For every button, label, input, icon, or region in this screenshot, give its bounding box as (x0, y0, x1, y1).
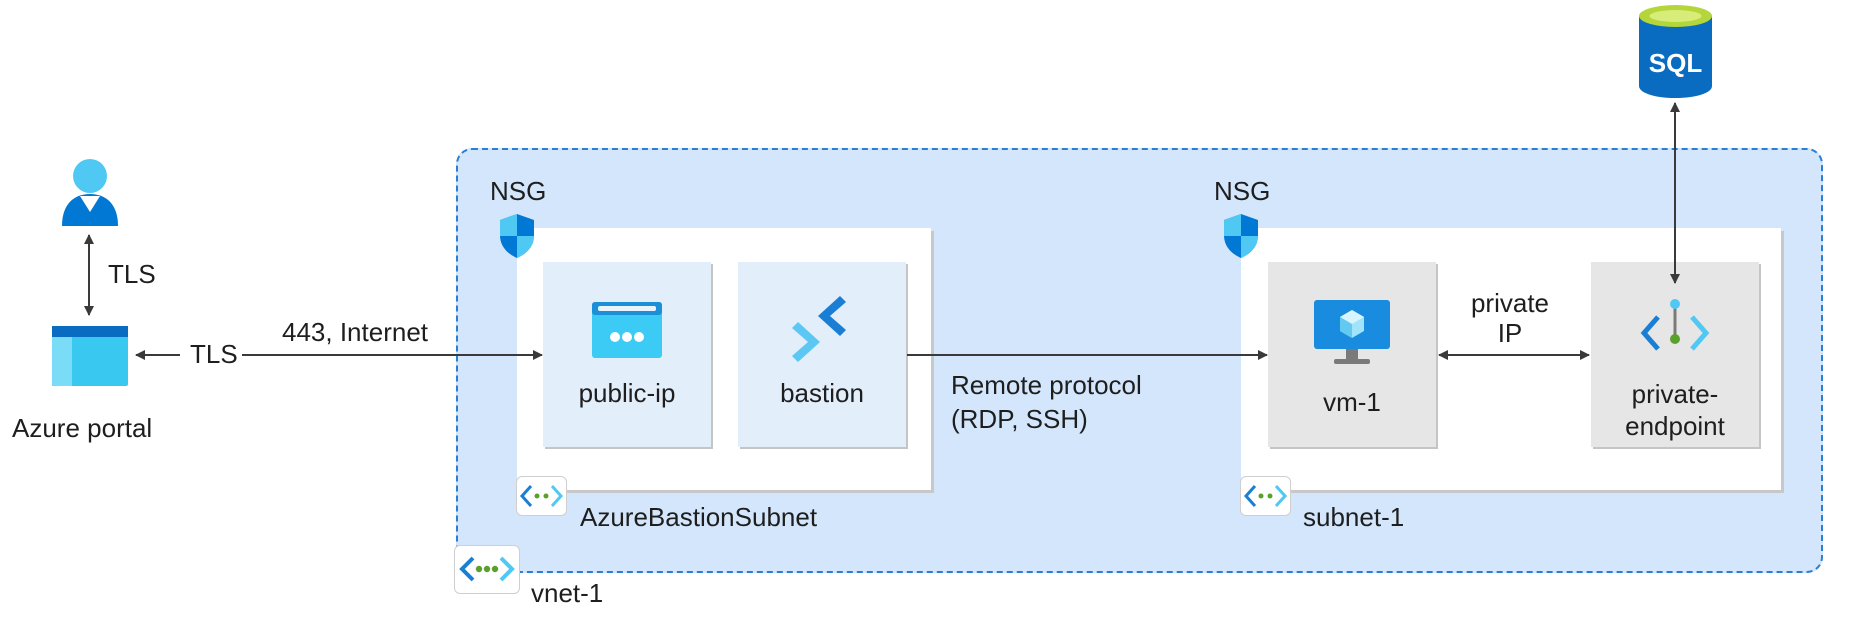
virtual-network-icon (519, 484, 564, 508)
azure-portal-icon (52, 326, 128, 386)
public-ip-label: public-ip (578, 378, 676, 408)
portal-bastion-tls-label: TLS (190, 339, 238, 369)
subnet-1-label: subnet-1 (1303, 502, 1405, 532)
public-ip-icon (592, 302, 662, 358)
workload-nsg-label: NSG (1214, 176, 1271, 206)
internet-label: 443, Internet (282, 317, 428, 347)
sql-icon-text: SQL (1649, 48, 1703, 78)
bastion-nsg-label: NSG (490, 176, 547, 206)
subnet-icon-box (516, 476, 567, 516)
vm-icon (1314, 300, 1390, 364)
private-endpoint-icon (1640, 299, 1710, 351)
azure-portal-label: Azure portal (12, 413, 153, 443)
vm-label: vm-1 (1323, 387, 1381, 417)
azure-bastion-subnet-label: AzureBastionSubnet (580, 502, 818, 532)
private-ip-label: private IP (1470, 288, 1550, 348)
user-icon (62, 159, 118, 226)
bastion-icon (792, 296, 846, 362)
vnet-icon-box (454, 545, 520, 594)
vnet-1-label: vnet-1 (531, 578, 604, 608)
user-portal-tls-label: TLS (108, 259, 156, 289)
sql-database-icon: SQL (1639, 5, 1712, 98)
remote-protocol-label: Remote protocol (RDP, SSH) (951, 370, 1142, 434)
bastion-tile[interactable] (738, 262, 906, 447)
bastion-label: bastion (780, 378, 864, 408)
private-endpoint-label: private- endpoint (1625, 379, 1725, 441)
virtual-network-icon (459, 556, 515, 582)
subnet-icon-box (1240, 476, 1291, 516)
nsg-shield-icon (500, 214, 534, 258)
private-endpoint-tile[interactable] (1591, 262, 1759, 447)
virtual-network-icon (1243, 484, 1288, 508)
nsg-shield-icon (1224, 214, 1258, 258)
